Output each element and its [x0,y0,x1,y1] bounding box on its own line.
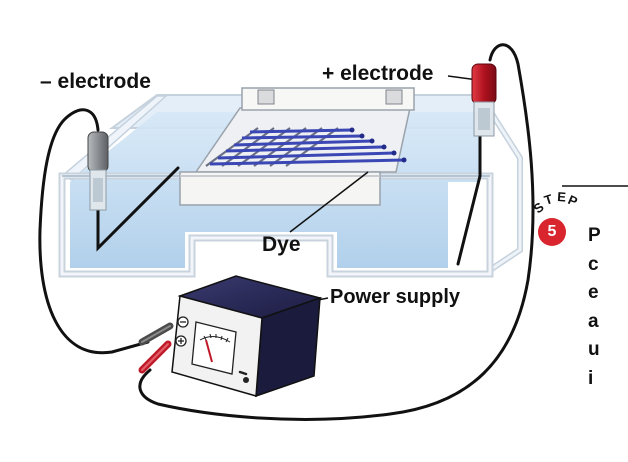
positive-electrode [471,63,497,137]
tray-back-clip [241,87,415,111]
negative-electrode-label: – electrode [40,70,151,93]
step-letter-e: E [557,189,567,205]
step-number-badge: 5 [538,218,566,246]
voltmeter [191,321,237,375]
step-text-line: e [588,282,599,303]
step-stamp: S T E P [531,185,628,216]
negative-electrode [87,131,109,211]
gel-tray [179,87,415,206]
dye-bands [209,128,405,166]
pos-lead-wire [138,43,535,421]
step-letter-t: T [542,191,554,208]
step-text-line: u [588,339,600,360]
power-switch [238,370,248,376]
tray-front-frame [179,171,381,206]
step-text-line: a [588,310,599,332]
gel-lanes [205,127,339,167]
neg-lead-wire [38,108,150,355]
wires [38,43,535,421]
meter-needle [205,339,213,363]
step-text-fragments: P c e a u i [588,222,601,393]
dye-leader-line [289,171,369,233]
dye-label: Dye [262,233,301,256]
pos-electrode-wire-in-tank [456,132,482,266]
power-supply [138,275,323,398]
step-letter-p: P [566,192,580,209]
step-text-line: P [588,225,601,246]
step-text-line: i [588,367,594,389]
positive-electrode-label: + electrode [322,62,434,85]
dye-front-dots [349,127,407,163]
step-text-line: c [588,253,599,275]
power-supply-label: Power supply [330,286,461,308]
neg-electrode-wire-in-tank [96,166,180,252]
